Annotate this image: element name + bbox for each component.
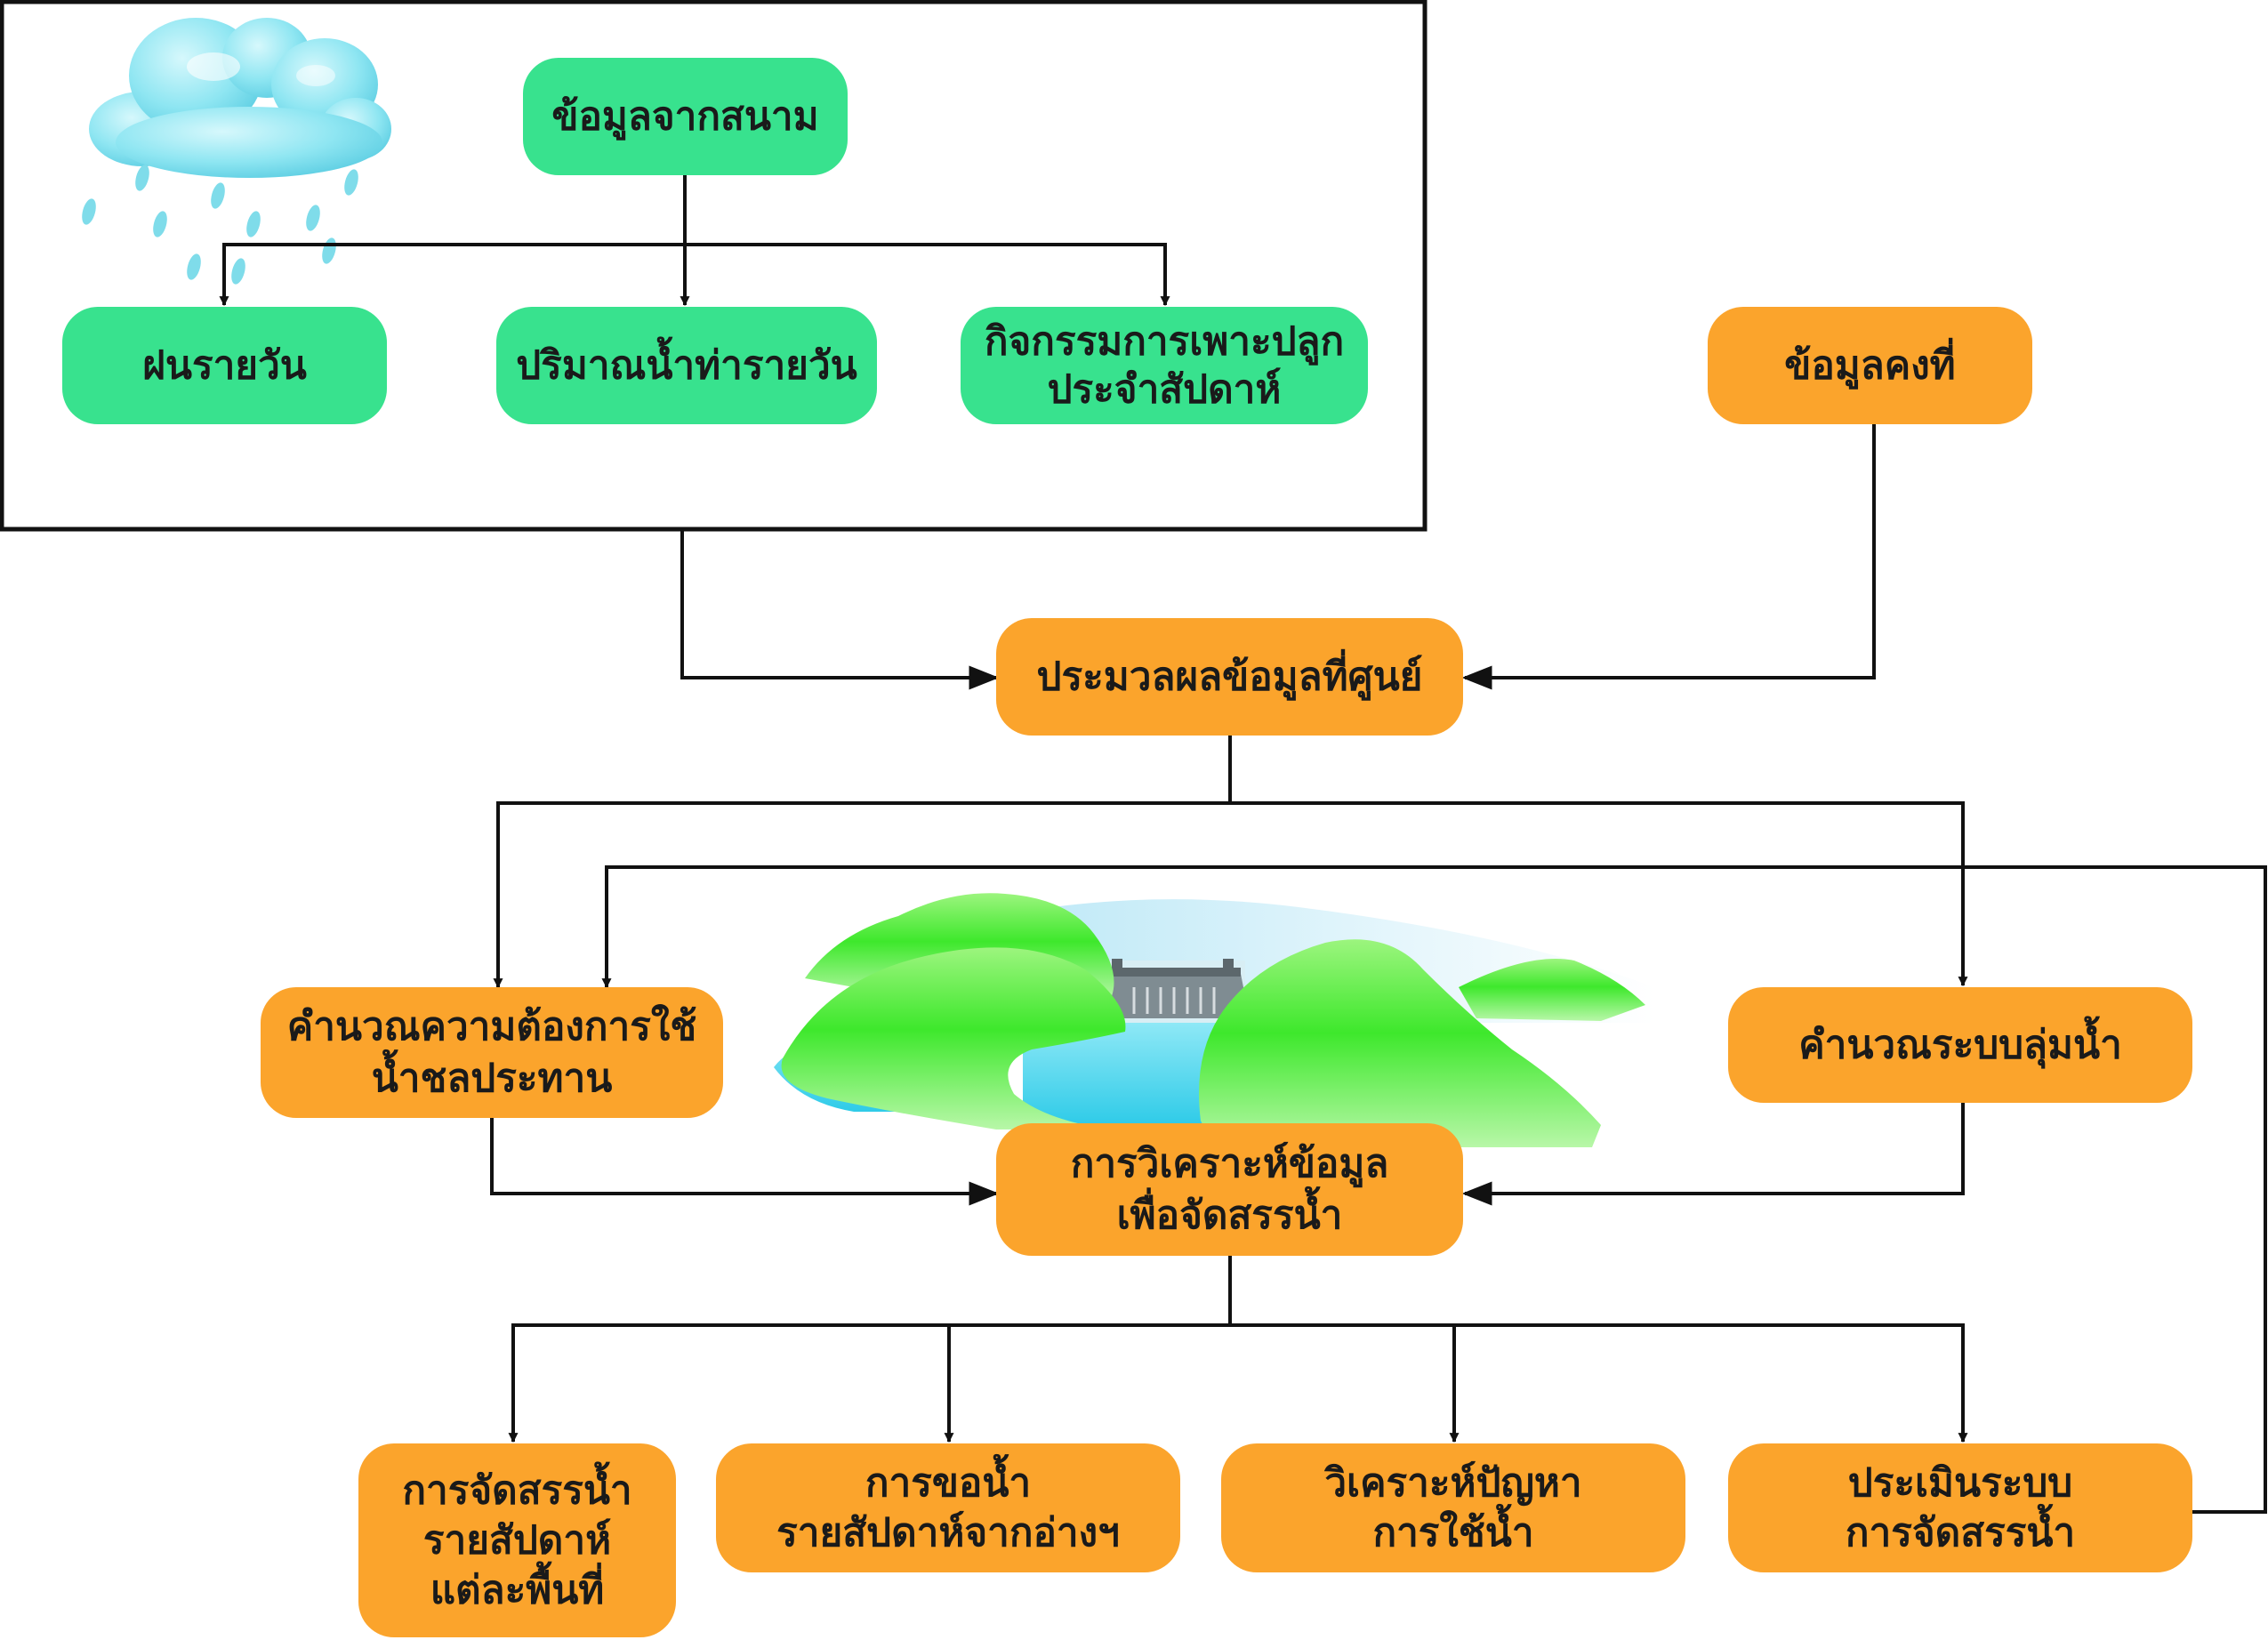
node-static-data: ข้อมูลคงที่ bbox=[1708, 307, 2032, 424]
analysis-box bbox=[996, 1123, 1463, 1256]
static-data-box bbox=[1708, 307, 2032, 424]
weekly-allocation-label-line: การจัดสรรน้ำ bbox=[402, 1461, 631, 1514]
weekly-allocation-label-line: แต่ละพื้นที่ bbox=[430, 1561, 605, 1613]
weekly-planting-box bbox=[961, 307, 1368, 424]
irrigation-demand-label-line: คำนวณความต้องการใช้ bbox=[287, 1003, 696, 1049]
node-basin-calc: คำนวณระบบลุ่มน้ำ bbox=[1728, 987, 2192, 1103]
dam-icon bbox=[1085, 959, 1250, 1018]
weekly-allocation-box bbox=[358, 1443, 676, 1637]
problem-analysis-label-line: วิเคราะห์ปัญหา bbox=[1323, 1460, 1582, 1506]
arrow-basin-calc-to-analysis bbox=[1461, 1103, 1965, 1206]
analysis-label-line: การวิเคราะห์ข้อมูล bbox=[1071, 1141, 1389, 1187]
evaluation-label-line: การจัดสรรน้ำ bbox=[1846, 1503, 2075, 1556]
field-data-label-line: ข้อมูลจากสนาม bbox=[551, 94, 818, 141]
daily-water-level-label-line: ปริมาณน้ำท่ารายวัน bbox=[516, 336, 857, 389]
node-analysis: การวิเคราะห์ข้อมูลเพื่อจัดสรรน้ำ bbox=[996, 1123, 1463, 1256]
irrigation-demand-label-line: น้ำชลประทาน bbox=[372, 1049, 613, 1101]
node-irrigation-demand: คำนวณความต้องการใช้น้ำชลประทาน bbox=[261, 987, 723, 1118]
problem-analysis-label-line: การใช้น้ำ bbox=[1372, 1503, 1533, 1556]
arrow-irrigation-demand-to-analysis bbox=[490, 1118, 1000, 1206]
water-request-label-line: รายสัปดาห์จากอ่างฯ bbox=[776, 1510, 1120, 1556]
node-field-data: ข้อมูลจากสนาม bbox=[523, 58, 848, 175]
basin-calc-label-line: คำนวณระบบลุ่มน้ำ bbox=[1798, 1016, 2122, 1070]
irrigation-demand-box bbox=[261, 987, 723, 1118]
node-daily-rain: ฝนรายวัน bbox=[62, 307, 387, 424]
arrow-evaluation-feedback-to-irrigation-demand bbox=[601, 865, 2267, 1514]
connectors bbox=[219, 175, 2267, 1514]
evaluation-label-line: ประเมินระบบ bbox=[1848, 1460, 2072, 1506]
diagram-nodes: ข้อมูลจากสนาม ฝนรายวัน ปริมาณน้ำท่ารายวั… bbox=[62, 58, 2192, 1637]
rain-cloud-icon bbox=[82, 18, 391, 285]
daily-rain-label-line: ฝนรายวัน bbox=[142, 343, 307, 389]
water-request-label-line: การขอน้ำ bbox=[865, 1453, 1031, 1506]
field-data-box bbox=[523, 58, 848, 175]
basin-calc-box bbox=[1728, 987, 2192, 1103]
arrow-analysis-to-evaluation bbox=[1230, 1323, 1968, 1443]
weekly-planting-label-line: ประจำสัปดาห์ bbox=[1048, 367, 1282, 413]
dam-landscape-illustration bbox=[774, 893, 1654, 1147]
node-daily-water-level: ปริมาณน้ำท่ารายวัน bbox=[496, 307, 877, 424]
static-data-label-line: ข้อมูลคงที่ bbox=[1784, 338, 1955, 390]
problem-analysis-box bbox=[1221, 1443, 1685, 1572]
arrow-static-data-to-center-processing bbox=[1461, 424, 1876, 690]
weekly-planting-label-line: กิจกรรมการเพาะปลูก bbox=[985, 319, 1344, 366]
water-request-box bbox=[716, 1443, 1180, 1572]
center-processing-label-line: ประมวลผลข้อมูลที่ศูนย์ bbox=[1037, 649, 1423, 701]
daily-water-level-box bbox=[496, 307, 877, 424]
arrow-field-box-to-center-processing bbox=[680, 529, 1000, 690]
node-center-processing: ประมวลผลข้อมูลที่ศูนย์ bbox=[996, 618, 1463, 736]
arrow-field-data-to-weekly-planting bbox=[685, 243, 1170, 307]
arrow-center-to-irrigation-demand bbox=[493, 736, 1232, 989]
evaluation-box bbox=[1728, 1443, 2192, 1572]
arrow-center-to-basin-calc bbox=[1230, 801, 1968, 987]
analysis-label-line: เพื่อจัดสรรน้ำ bbox=[1117, 1186, 1343, 1238]
field-data-frame bbox=[0, 0, 1428, 532]
arrow-field-data-to-daily-rain bbox=[219, 175, 687, 307]
arrow-analysis-to-weekly-allocation bbox=[508, 1256, 1232, 1443]
center-processing-box bbox=[996, 618, 1463, 736]
weekly-allocation-label-line: รายสัปดาห์ bbox=[423, 1518, 611, 1564]
daily-rain-box bbox=[62, 307, 387, 424]
